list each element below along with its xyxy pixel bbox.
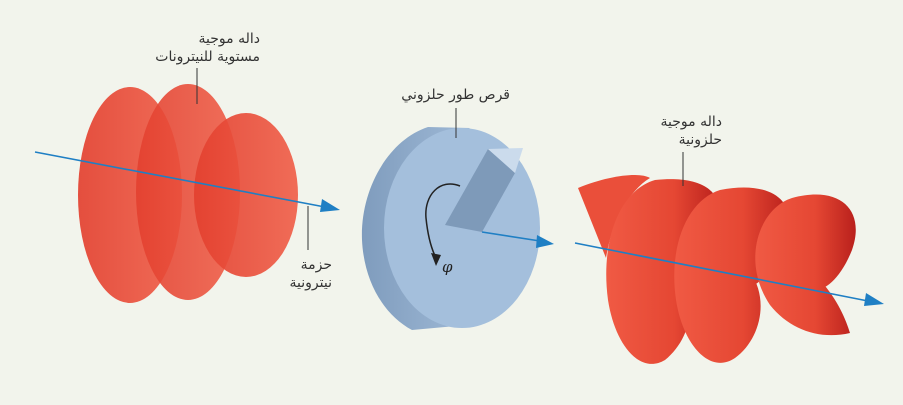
neutron-beam-arrowhead-right	[864, 293, 884, 306]
plane-wave-label: داله موجية مستوية للنيترونات	[130, 30, 260, 66]
helical-wave-group	[575, 152, 884, 364]
spiral-plate-label-text: قرص طور حلزوني	[390, 86, 510, 104]
phase-symbol: φ	[442, 258, 453, 276]
spiral-plate-label: قرص طور حلزوني	[390, 86, 510, 104]
plane-wave-label-line1: داله موجية	[130, 30, 260, 48]
neutron-beam-label-line1: حزمة	[262, 256, 332, 274]
plane-wave-label-line2: مستوية للنيترونات	[130, 48, 260, 66]
neutron-beam-label: حزمة نيترونية	[262, 256, 332, 292]
helical-wave-label: داله موجية حلزونية	[640, 113, 722, 149]
helical-wave-label-line1: داله موجية	[640, 113, 722, 131]
helical-wave-label-line2: حلزونية	[640, 131, 722, 149]
neutron-beam-arrowhead-middle	[536, 235, 554, 248]
neutron-beam-arrowhead-left	[320, 199, 340, 212]
plane-wavefront-3	[194, 113, 298, 277]
helix-turn-3	[755, 195, 856, 336]
neutron-beam-label-line2: نيترونية	[262, 274, 332, 292]
spiral-phase-plate-group	[362, 108, 554, 330]
